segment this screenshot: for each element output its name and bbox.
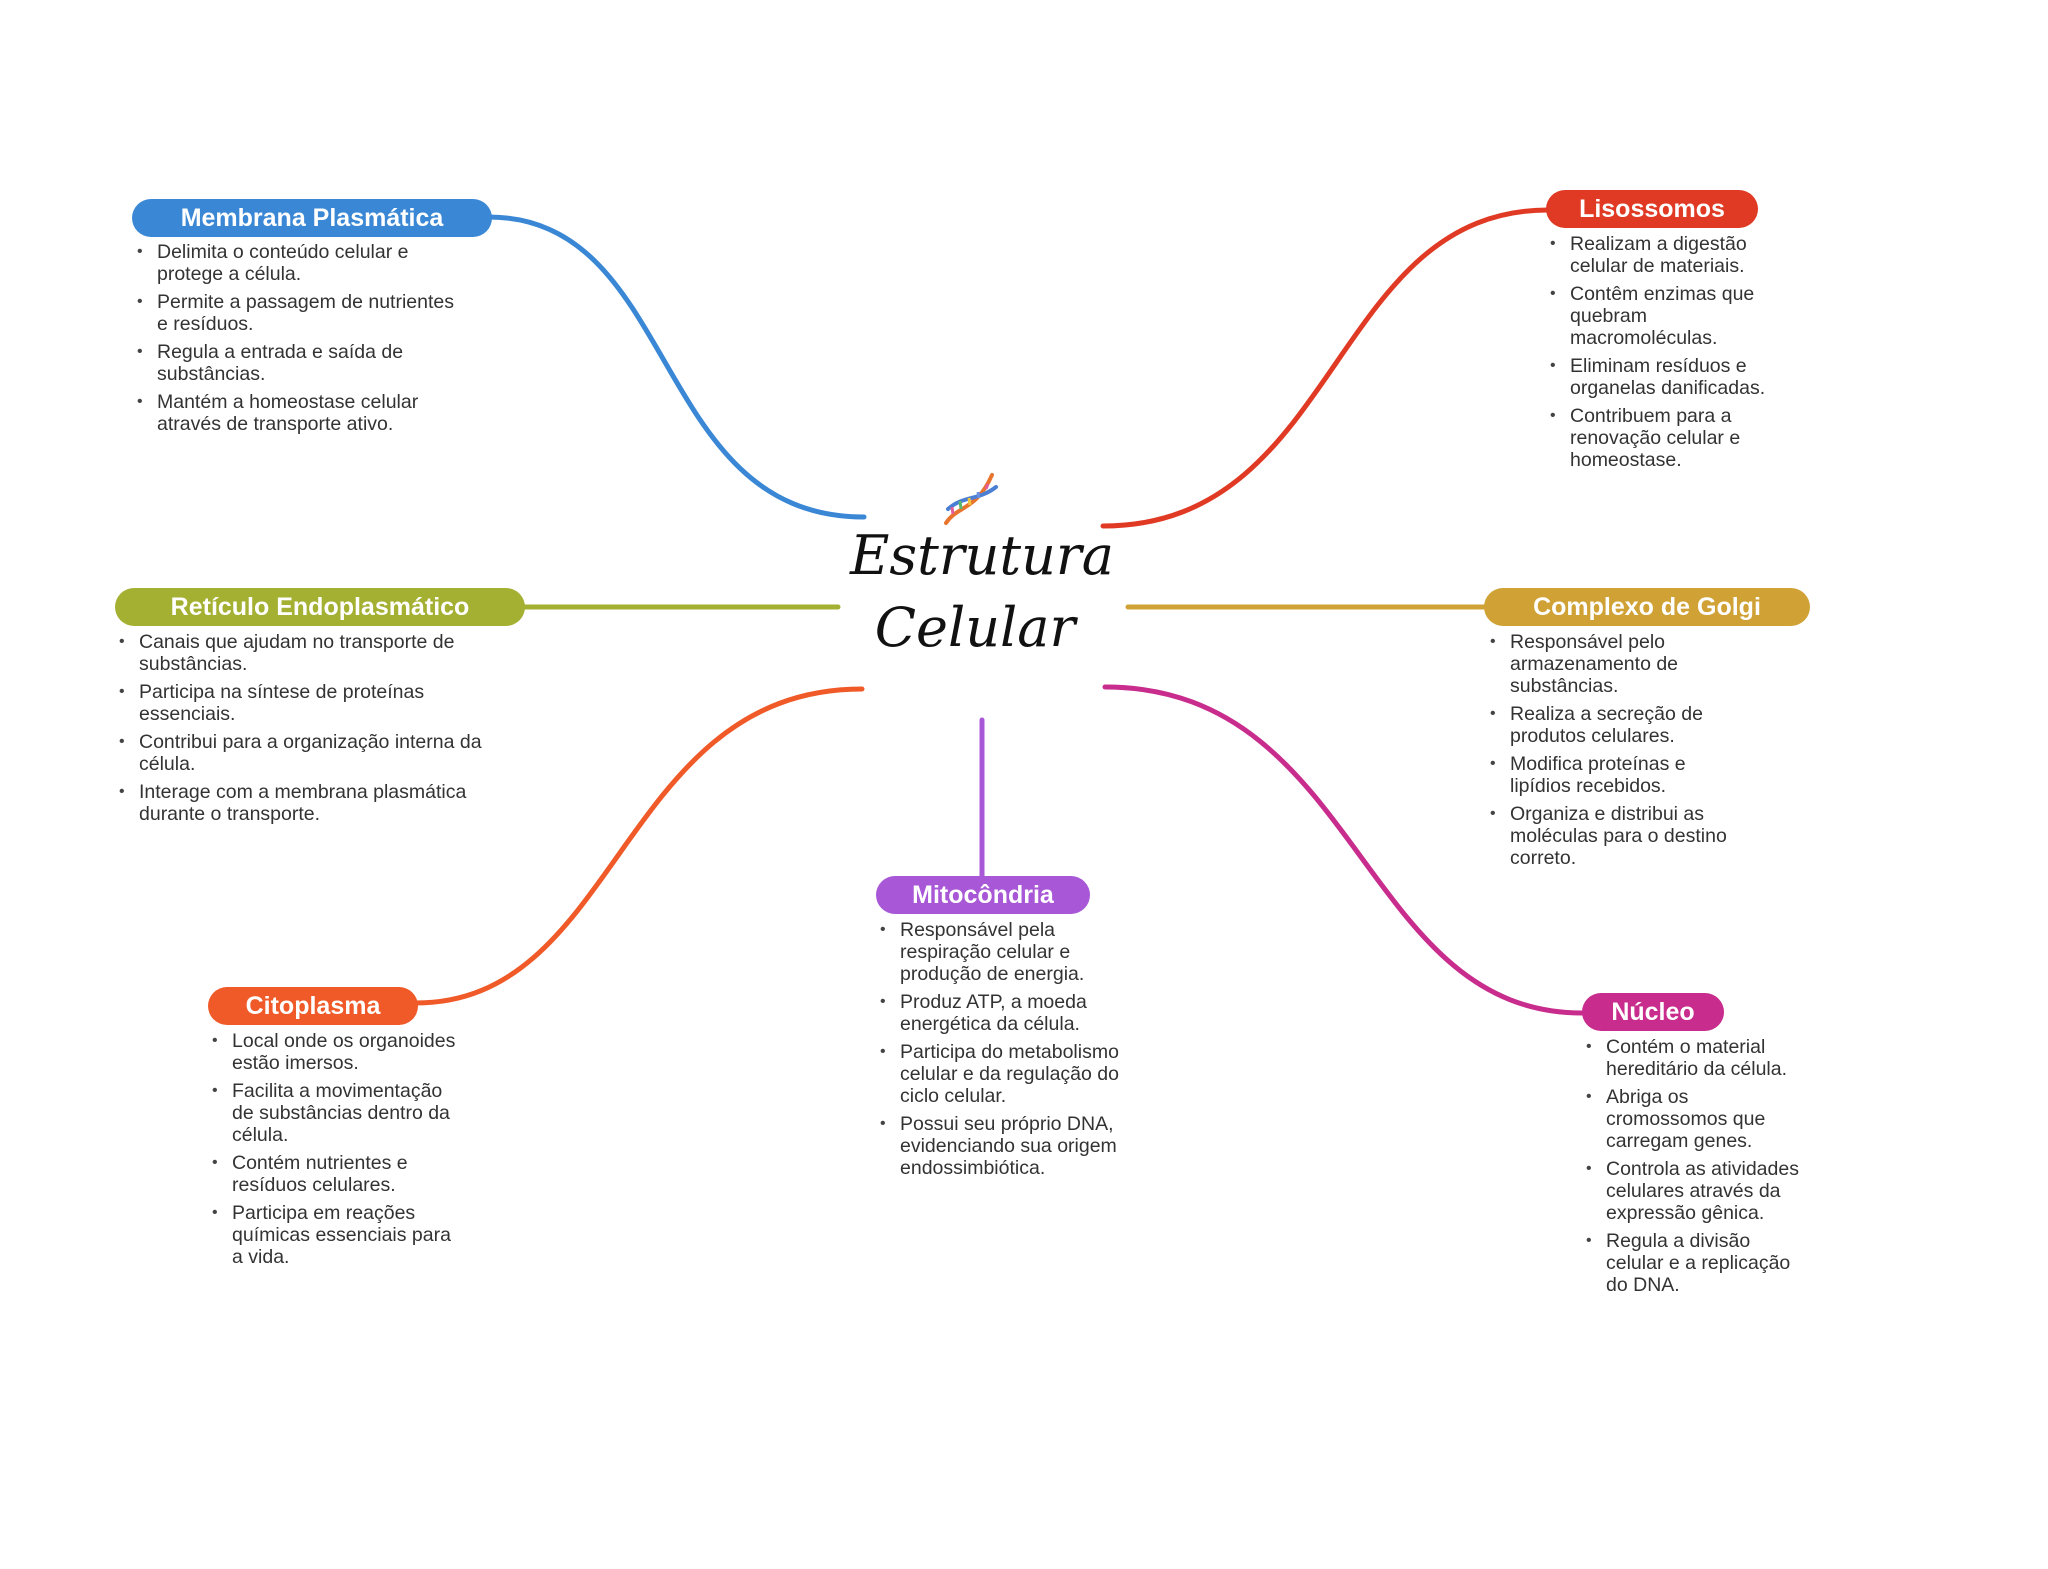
dna-icon (944, 473, 998, 525)
list-item: Contém nutrientes e resíduos celulares. (209, 1152, 457, 1196)
list-item: Organiza e distribui as moléculas para o… (1487, 803, 1749, 869)
branch-membrana-notes: Delimita o conteúdo celular e protege a … (134, 241, 464, 441)
list-item: Possui seu próprio DNA, evidenciando sua… (877, 1113, 1139, 1179)
list-item: Participa na síntese de proteínas essenc… (116, 681, 486, 725)
list-item: Contribui para a organização interna da … (116, 731, 486, 775)
connector-citoplasma (413, 686, 865, 1006)
list-item: Eliminam resíduos e organelas danificada… (1547, 355, 1797, 399)
connector-nucleo (1102, 684, 1585, 1016)
branch-complexo-de-golgi[interactable]: Complexo de Golgi (1484, 588, 1810, 626)
list-item: Permite a passagem de nutrientes e resíd… (134, 291, 464, 335)
list-item: Controla as atividades celulares através… (1583, 1158, 1805, 1224)
list-item: Canais que ajudam no transporte de subst… (116, 631, 486, 675)
branch-nucleo[interactable]: Núcleo (1582, 993, 1724, 1031)
branch-citoplasma-notes: Local onde os organoides estão imersos. … (209, 1030, 457, 1274)
list-item: Facilita a movimentação de substâncias d… (209, 1080, 457, 1146)
list-item: Interage com a membrana plasmática duran… (116, 781, 486, 825)
list-item: Contém o material hereditário da célula. (1583, 1036, 1805, 1080)
list-item: Responsável pela respiração celular e pr… (877, 919, 1139, 985)
branch-golgi-notes: Responsável pelo armazenamento de substâ… (1487, 631, 1749, 875)
branch-mitocondria[interactable]: Mitocôndria (876, 876, 1090, 914)
connector-membrana (485, 214, 867, 520)
list-item: Mantém a homeostase celular através de t… (134, 391, 464, 435)
branch-lisossomos[interactable]: Lisossomos (1546, 190, 1758, 228)
central-title-line1: Estrutura (850, 524, 1114, 587)
list-item: Realizam a digestão celular de materiais… (1547, 233, 1797, 277)
list-item: Delimita o conteúdo celular e protege a … (134, 241, 464, 285)
branch-citoplasma[interactable]: Citoplasma (208, 987, 418, 1025)
connector-lisossomos (1100, 207, 1551, 529)
central-title-line2: Celular (874, 596, 1076, 659)
list-item: Local onde os organoides estão imersos. (209, 1030, 457, 1074)
list-item: Contribuem para a renovação celular e ho… (1547, 405, 1797, 471)
list-item: Abriga os cromossomos que carregam genes… (1583, 1086, 1805, 1152)
list-item: Participa em reações químicas essenciais… (209, 1202, 457, 1268)
list-item: Participa do metabolismo celular e da re… (877, 1041, 1139, 1107)
branch-nucleo-notes: Contém o material hereditário da célula.… (1583, 1036, 1805, 1302)
list-item: Regula a entrada e saída de substâncias. (134, 341, 464, 385)
central-topic: Estrutura Celular (850, 520, 1114, 664)
branch-reticulo-endoplasmatico[interactable]: Retículo Endoplasmático (115, 588, 525, 626)
branch-reticulo-notes: Canais que ajudam no transporte de subst… (116, 631, 486, 831)
branch-mitocondria-notes: Responsável pela respiração celular e pr… (877, 919, 1139, 1185)
branch-membrana-plasmatica[interactable]: Membrana Plasmática (132, 199, 492, 237)
list-item: Responsável pelo armazenamento de substâ… (1487, 631, 1749, 697)
list-item: Realiza a secreção de produtos celulares… (1487, 703, 1749, 747)
list-item: Contêm enzimas que quebram macromolécula… (1547, 283, 1797, 349)
branch-lisossomos-notes: Realizam a digestão celular de materiais… (1547, 233, 1797, 477)
list-item: Regula a divisão celular e a replicação … (1583, 1230, 1805, 1296)
list-item: Modifica proteínas e lipídios recebidos. (1487, 753, 1749, 797)
list-item: Produz ATP, a moeda energética da célula… (877, 991, 1139, 1035)
